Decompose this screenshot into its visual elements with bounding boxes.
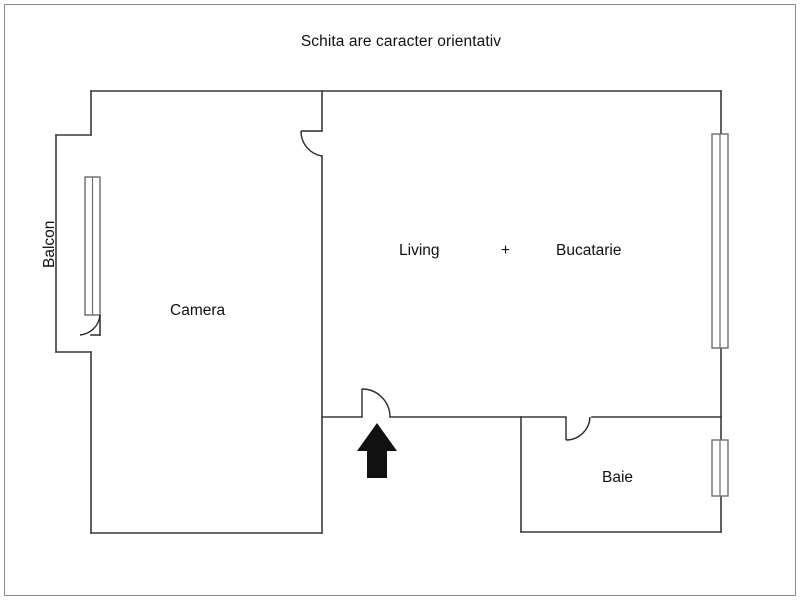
room-label-bucatarie: Bucatarie (556, 242, 622, 259)
room-label-camera: Camera (170, 302, 226, 319)
window-group (84, 133, 729, 497)
camera-living-door-arc (300, 130, 323, 157)
page-title: Schita are caracter orientativ (300, 33, 502, 50)
entrance-direction-arrow (357, 423, 397, 478)
room-label-plus: + (501, 242, 511, 259)
page-border (4, 4, 796, 596)
room-label-living: Living (399, 242, 440, 259)
bathroom-door-arc (565, 416, 591, 441)
entrance-door-arc (361, 388, 391, 418)
room-label-baie: Baie (602, 469, 634, 486)
room-label-balcon: Balcon (41, 220, 58, 268)
balcony-door-arc (79, 314, 101, 336)
